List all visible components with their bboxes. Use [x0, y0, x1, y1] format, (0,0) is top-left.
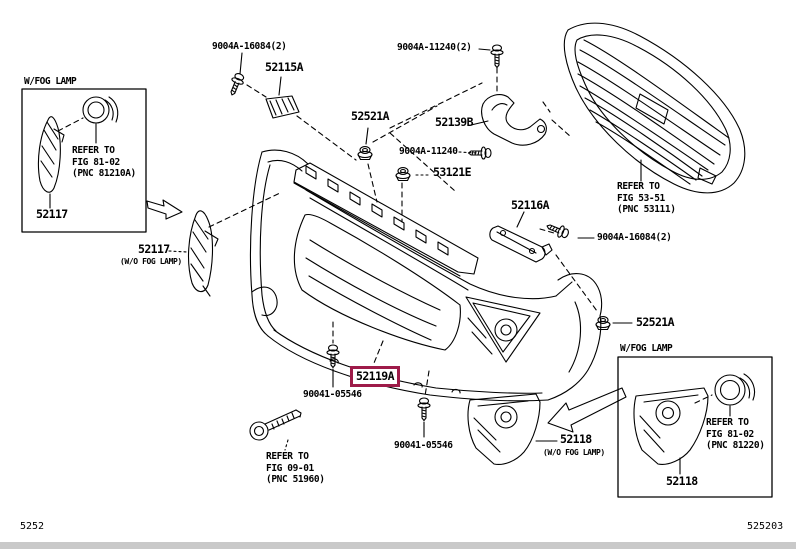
arrow-left-icon [146, 199, 183, 220]
grille-refer-note: REFER TO FIG 53-51 (PNC 53111) [617, 181, 676, 215]
clip-52521A-top-art [357, 105, 438, 203]
bracket-52117-art [168, 192, 281, 297]
bolt-90041-05546-center-art [417, 370, 431, 438]
callout-52139B[interactable]: 52139B [435, 115, 474, 129]
callout-52521A-top[interactable]: 52521A [351, 109, 390, 123]
bottom-scrollbar-strip [0, 542, 796, 549]
right-box-title: W/FOG LAMP [620, 343, 673, 354]
left-fog-lamp-box-art [21, 88, 147, 233]
selected-part-callout[interactable]: 52119A [350, 366, 400, 387]
tow-hook-art [249, 409, 302, 451]
callout-90041-05546-left[interactable]: 90041-05546 [303, 389, 362, 400]
callout-52118[interactable]: 52118 [560, 432, 592, 446]
footer-page-code-left: 5252 [20, 521, 45, 532]
left-box-refer-note: REFER TO FIG 81-02 (PNC 81210A) [72, 145, 136, 179]
footer-page-code-right: 525203 [747, 521, 784, 532]
bolt-9004A-11240x2-art [389, 44, 504, 192]
bracket-52116A-art [489, 211, 555, 263]
clip-53121E-art [395, 167, 432, 223]
callout-52521A-right[interactable]: 52521A [636, 315, 675, 329]
bolt-9004A-16084-top-art [225, 52, 267, 98]
left-box-part-number[interactable]: 52117 [36, 207, 68, 221]
selected-part-number: 52119A [356, 369, 395, 383]
hook-refer-note: REFER TO FIG 09-01 (PNC 51960) [266, 451, 325, 485]
bracket-52139B-art [470, 94, 572, 146]
arrow-right-icon [547, 387, 627, 433]
bolt-90041-05546-left-art [326, 321, 340, 388]
front-bumper-art [249, 149, 603, 402]
left-box-title: W/FOG LAMP [24, 76, 77, 87]
right-fog-lamp-box-art [617, 356, 773, 498]
callout-52115A[interactable]: 52115A [265, 60, 304, 74]
callout-9004A-11240[interactable]: 9004A-11240 [399, 146, 458, 157]
callout-52117[interactable]: 52117 [138, 242, 170, 256]
clip-52521A-right-art [555, 254, 633, 331]
callout-90041-05546-center[interactable]: 90041-05546 [394, 440, 453, 451]
bolt-9004A-11240-art [458, 146, 492, 160]
callout-52118-variant: (W/O FOG LAMP) [543, 448, 605, 457]
absorber-52115A-art [265, 76, 357, 161]
callout-9004A-16084-right[interactable]: 9004A-16084(2) [597, 232, 672, 243]
front-grille-art [563, 22, 746, 194]
callout-52116A[interactable]: 52116A [511, 198, 550, 212]
callout-9004A-11240x2[interactable]: 9004A-11240(2) [397, 42, 472, 53]
right-box-part-number[interactable]: 52118 [666, 474, 698, 488]
callout-53121E[interactable]: 53121E [433, 165, 472, 179]
callout-9004A-16084-top[interactable]: 9004A-16084(2) [212, 41, 287, 52]
cover-52118-art [467, 393, 558, 465]
callout-52117-variant: (W/O FOG LAMP) [120, 257, 182, 266]
selected-part-leader [373, 340, 384, 364]
right-box-refer-note: REFER TO FIG 81-02 (PNC 81220) [706, 417, 765, 451]
bolt-9004A-16084-right-art [544, 219, 595, 241]
